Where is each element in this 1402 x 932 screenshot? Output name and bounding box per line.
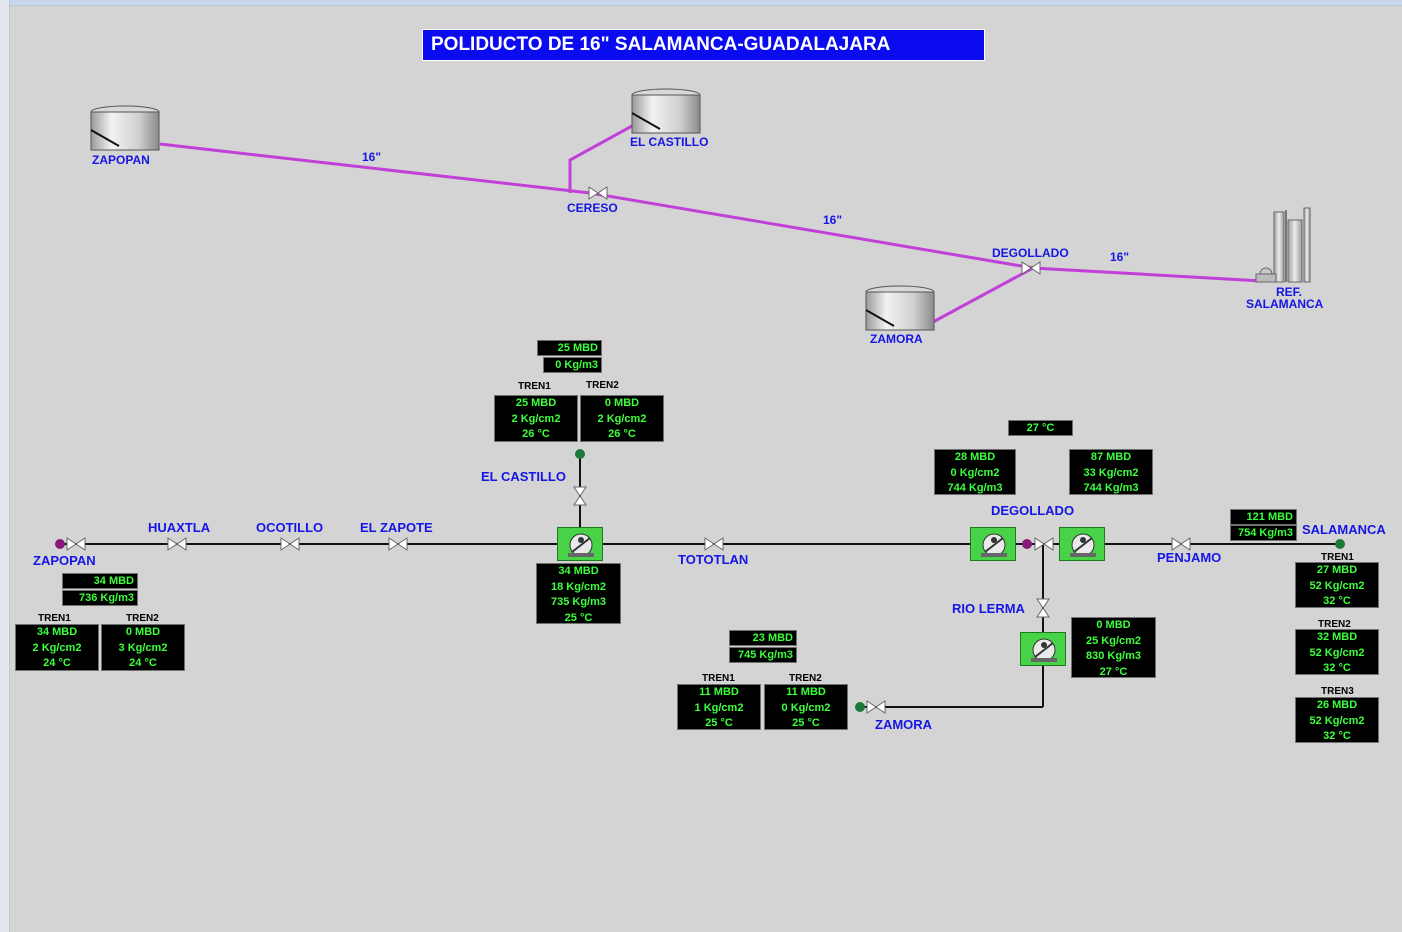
castillo-tren1-label: TREN1: [518, 381, 551, 392]
page-title: POLIDUCTO DE 16" SALAMANCA-GUADALAJARA: [422, 29, 985, 61]
zapopan-tren1-label: TREN1: [38, 613, 71, 624]
pipe-diameter-label: 16": [1110, 250, 1130, 264]
valve-icon: [704, 537, 724, 551]
valve-icon: [66, 537, 86, 551]
castillo-density: 0 Kg/m3: [543, 357, 602, 373]
pipe-diameter-label: 16": [823, 213, 843, 227]
station-ocotillo[interactable]: OCOTILLO: [256, 520, 324, 535]
window-left-strip: [0, 0, 10, 932]
zamora-endpoint-icon: [855, 702, 865, 712]
pump-rio-lerma-button[interactable]: [1020, 632, 1066, 666]
map-label-zamora: ZAMORA: [870, 332, 923, 346]
zapopan-flow: 34 MBD: [62, 573, 138, 589]
station-huaxtla[interactable]: HUAXTLA: [148, 520, 211, 535]
salamanca-tren2-label: TREN2: [1318, 619, 1351, 630]
zamora-density: 745 Kg/m3: [729, 647, 797, 663]
pipe-diameter-label: 16": [362, 150, 382, 164]
station-el-zapote[interactable]: EL ZAPOTE: [360, 520, 433, 535]
valve-icon: [1034, 537, 1054, 551]
pump-icon: [568, 533, 594, 557]
valve-icon: [573, 486, 587, 506]
map-label-refinery-1: REF.: [1276, 285, 1303, 299]
degollado-temp: 27 °C: [1008, 420, 1073, 436]
valve-icon: [388, 537, 408, 551]
window-top-strip: [0, 0, 1402, 6]
zamora-flow: 23 MBD: [729, 630, 797, 646]
map-label-el-castillo: EL CASTILLO: [630, 135, 709, 149]
map-label-refinery-2: SALAMANCA: [1246, 297, 1324, 311]
tank-icon: [90, 105, 160, 151]
pump-icon: [1070, 533, 1096, 557]
salamanca-tren1-label: TREN1: [1321, 552, 1354, 563]
station-salamanca[interactable]: SALAMANCA: [1302, 522, 1386, 537]
map-label-cereso: CERESO: [567, 201, 618, 215]
map-label-zapopan: ZAPOPAN: [92, 153, 150, 167]
castillo-tren2-label: TREN2: [586, 380, 619, 391]
tank-icon: [865, 285, 935, 331]
valve-icon: [1036, 598, 1050, 618]
valve-icon: [1171, 537, 1191, 551]
zapopan-tren2-label: TREN2: [126, 613, 159, 624]
station-zapopan[interactable]: ZAPOPAN: [33, 553, 96, 568]
map-pipelines: [159, 124, 1263, 324]
pump-degollado-1-button[interactable]: [970, 527, 1016, 561]
tank-icon: [631, 88, 701, 134]
valve-icon: [280, 537, 300, 551]
pump-icon: [1031, 638, 1057, 662]
valve-icon: [866, 700, 886, 714]
station-degollado[interactable]: DEGOLLADO: [991, 503, 1075, 518]
castillo-flow: 25 MBD: [537, 340, 602, 356]
station-el-castillo[interactable]: EL CASTILLO: [481, 469, 566, 484]
castillo-endpoint-icon: [575, 449, 585, 459]
degollado-endpoint-icon: [1022, 539, 1032, 549]
zapopan-density: 736 Kg/m3: [62, 590, 138, 606]
map-valve-icon: [588, 186, 608, 200]
salamanca-endpoint-icon: [1335, 539, 1345, 549]
zapopan-endpoint-icon: [55, 539, 65, 549]
valve-icon: [167, 537, 187, 551]
station-tototlan[interactable]: TOTOTLAN: [678, 552, 749, 567]
refinery-icon: [1255, 207, 1311, 283]
station-penjamo[interactable]: PENJAMO: [1157, 550, 1222, 565]
zamora-tren1-label: TREN1: [702, 673, 735, 684]
zamora-tren2-label: TREN2: [789, 673, 822, 684]
salamanca-tren3-label: TREN3: [1321, 686, 1354, 697]
pump-castillo-button[interactable]: [557, 527, 603, 561]
station-zamora[interactable]: ZAMORA: [875, 717, 933, 732]
pump-icon: [981, 533, 1007, 557]
station-rio-lerma[interactable]: RIO LERMA: [952, 601, 1025, 616]
pump-degollado-2-button[interactable]: [1059, 527, 1105, 561]
map-valve-icon: [1021, 261, 1041, 275]
salamanca-density: 754 Kg/m3: [1230, 525, 1297, 541]
salamanca-flow: 121 MBD: [1230, 509, 1297, 525]
map-label-degollado: DEGOLLADO: [992, 246, 1069, 260]
